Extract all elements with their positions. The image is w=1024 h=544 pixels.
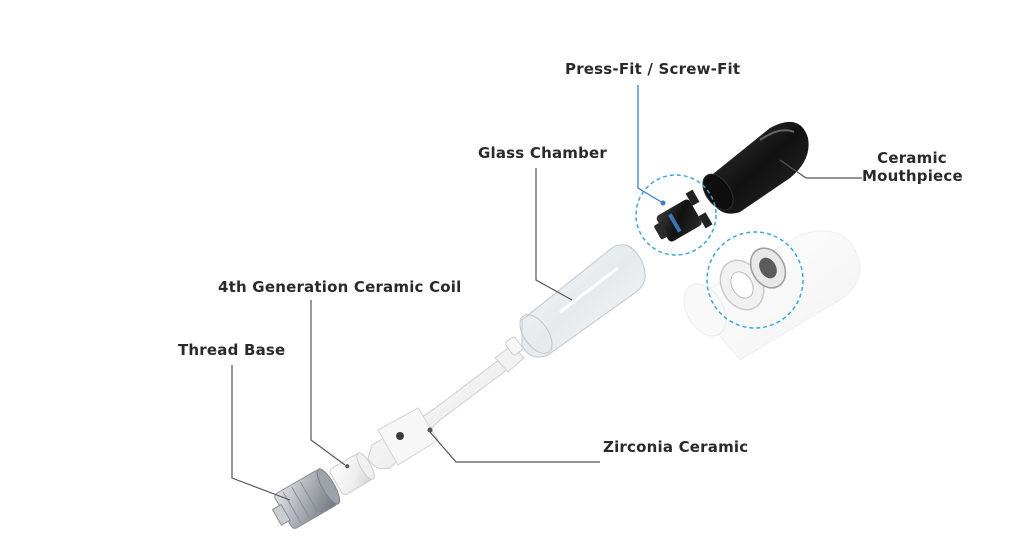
label-ceramic-mouthpiece-line1: Ceramic [877, 149, 947, 167]
label-ceramic-mouthpiece: Ceramic Mouthpiece [862, 149, 963, 185]
leader-line-coil [310, 300, 346, 466]
ceramic-coil [329, 452, 375, 496]
zirconia-ceramic-tube [367, 336, 525, 470]
leader-line-glass [535, 168, 573, 301]
leader-line-mouthpiece [779, 159, 862, 179]
highlight-circle-ring [706, 231, 804, 329]
label-glass-chamber: Glass Chamber [478, 144, 608, 162]
leader-line-thread [231, 365, 291, 501]
leader-line-press-fit [637, 85, 664, 204]
highlight-circle-press-fit [635, 174, 717, 256]
leader-dot-press-fit [660, 200, 666, 206]
press-fit-connector [654, 189, 713, 242]
label-thread-base: Thread Base [178, 341, 286, 359]
leader-line-zirconia [429, 431, 600, 463]
label-zirconia-ceramic: Zirconia Ceramic [603, 438, 749, 456]
glass-chamber [519, 244, 646, 358]
thread-base [271, 468, 341, 529]
outer-tube-ghost [683, 230, 861, 361]
label-ceramic-mouthpiece-line2: Mouthpiece [862, 167, 963, 185]
sealing-ring [719, 247, 787, 311]
ceramic-mouthpiece [702, 121, 809, 214]
label-press-fit: Press-Fit / Screw-Fit [565, 60, 741, 78]
label-ceramic-coil: 4th Generation Ceramic Coil [218, 278, 462, 296]
